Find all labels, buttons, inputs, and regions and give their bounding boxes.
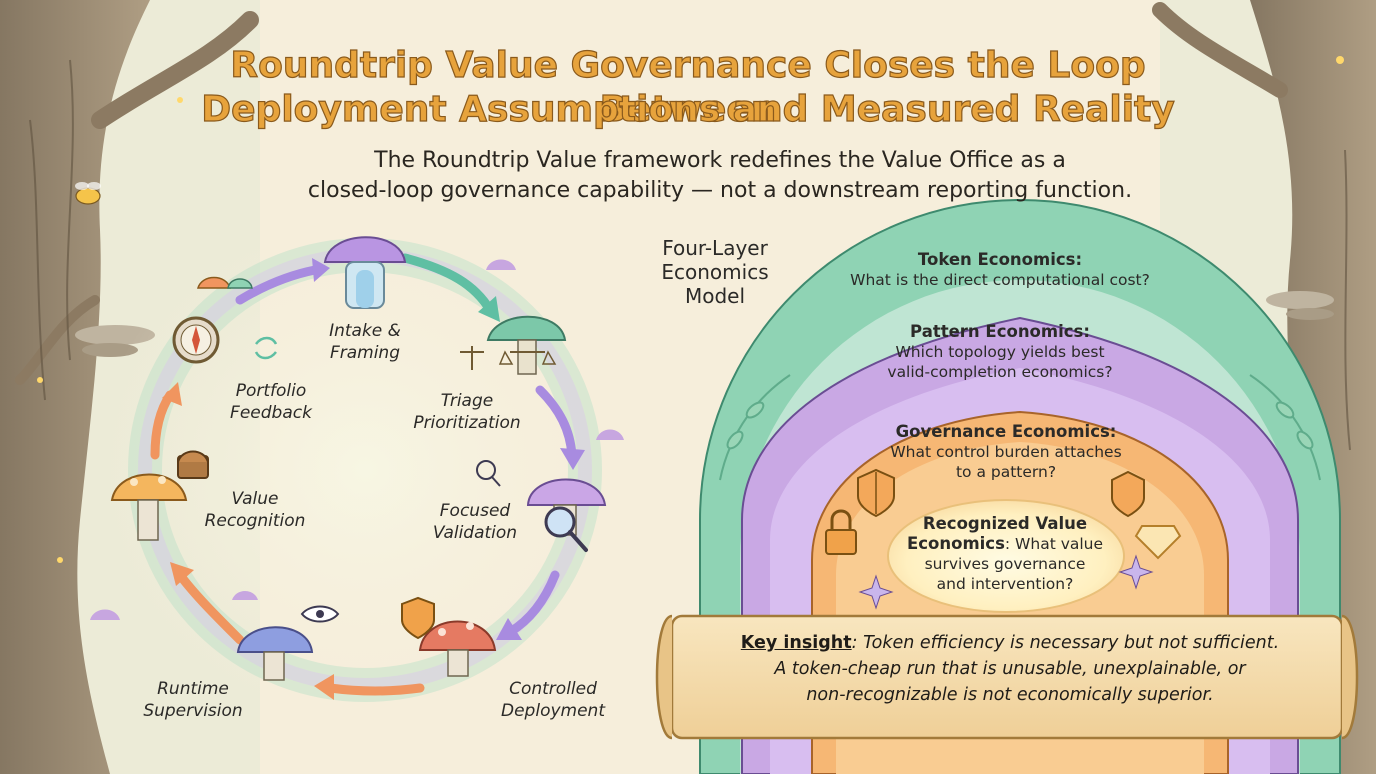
key-insight-scroll (655, 614, 1359, 740)
compass-icon (172, 276, 278, 364)
bee-icon (75, 182, 101, 205)
layer-pattern: Pattern Economics: Which topology yields… (887, 322, 1113, 381)
scales-icon (460, 315, 567, 375)
page-title-line1: Roundtrip Value Governance Closes the Lo… (230, 44, 1146, 130)
layer-token: Token Economics: What is the direct comp… (850, 250, 1150, 289)
arrow-runtime-to-recognition (175, 570, 245, 645)
layer-recognized-value: Recognized Value Economics: What value s… (906, 514, 1104, 593)
value-cycle-diagram (90, 210, 635, 730)
sparkle-icons (858, 554, 1154, 610)
right-tree (1152, 0, 1376, 774)
arrow-deployment-to-runtime (325, 683, 425, 696)
diamond-icon (1134, 525, 1182, 560)
model-heading: Four-Layer Economics Model (661, 236, 769, 308)
eye-icon (236, 605, 340, 681)
decorative-mushrooms (90, 259, 624, 620)
page-title-line2: Deployment Assumptions and Measured Real… (201, 88, 1176, 130)
arrow-intake-to-triage (400, 253, 495, 315)
shield-right-icon (1111, 470, 1145, 518)
left-tree (0, 0, 259, 774)
shield-icon (401, 596, 497, 677)
treasure-chest-icon (110, 450, 209, 541)
four-layer-economics-diagram (655, 199, 1359, 774)
mushroom-portal-icon (323, 236, 407, 309)
arrow-validation-to-deployment (505, 570, 560, 637)
arrow-feedback-to-intake (235, 265, 320, 305)
layer-governance: Governance Economics: What control burde… (890, 422, 1122, 481)
stage-intake-label: Intake &Framing (329, 321, 401, 363)
key-insight-text: Key insight: Token efficiency is necessa… (740, 633, 1280, 705)
arrow-triage-to-validation (535, 385, 577, 460)
subtitle-line1: The Roundtrip Value framework redefines … (374, 148, 1066, 173)
shield-left-icon (857, 468, 895, 518)
magnifier-icon (476, 460, 607, 552)
padlock-icon (825, 509, 857, 555)
subtitle-line2: closed-loop governance capability — not … (307, 178, 1133, 203)
